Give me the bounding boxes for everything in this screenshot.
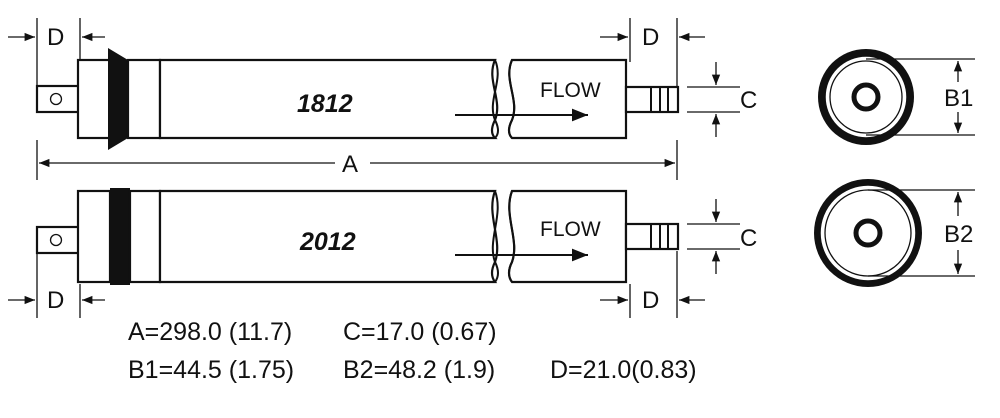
spec-b2: B2=48.2 (1.9) <box>343 356 495 384</box>
end-view-1812: B1 <box>818 49 975 145</box>
d-label-bottom-left: D <box>47 287 64 314</box>
flow-label-top: FLOW <box>540 79 601 102</box>
c-label-bottom: C <box>740 225 757 252</box>
a-dimension: A <box>36 140 678 180</box>
spec-d: D=21.0(0.83) <box>550 356 697 384</box>
c-dimension-bottom: C <box>687 199 757 274</box>
c-label-top: C <box>740 87 757 114</box>
d-label-bottom-right: D <box>642 287 659 314</box>
b2-label: B2 <box>944 221 973 248</box>
d-label-top-right: D <box>642 24 659 51</box>
model-label-2012: 2012 <box>299 228 356 256</box>
spec-c: C=17.0 (0.67) <box>343 318 497 346</box>
a-label: A <box>342 151 358 178</box>
b1-label: B1 <box>944 85 973 112</box>
c-dimension-top: C <box>687 62 757 137</box>
flow-label-bottom: FLOW <box>540 218 601 241</box>
bottom-d-dimension: D D <box>8 251 705 318</box>
dimension-specs: A=298.0 (11.7) C=17.0 (0.67) B1=44.5 (1.… <box>128 318 697 384</box>
top-d-dimension: D D <box>8 18 705 88</box>
membrane-element-2012: 2012 FLOW <box>35 188 680 285</box>
end-view-2012: B2 <box>814 179 975 287</box>
spec-b1: B1=44.5 (1.75) <box>128 356 294 384</box>
model-label-1812: 1812 <box>297 90 353 118</box>
d-label-top-left: D <box>47 24 64 51</box>
membrane-element-1812: 1812 FLOW <box>35 48 680 150</box>
spec-a: A=298.0 (11.7) <box>128 318 292 346</box>
